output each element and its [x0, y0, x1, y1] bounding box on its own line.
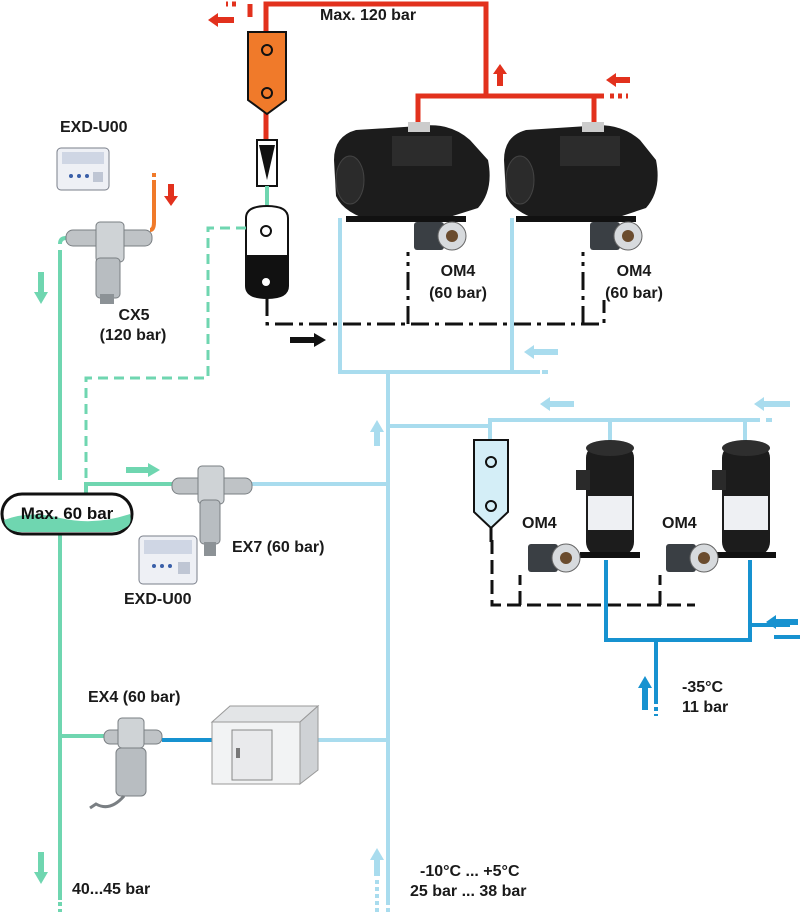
om4-oil-management-icon — [666, 543, 719, 573]
om4-d-label: OM4 — [662, 515, 697, 532]
receiver-pressure-label: Max. 60 bar — [20, 504, 114, 523]
scroll-compressor-icon — [712, 440, 776, 558]
mt-pressure-label: 25 bar ... 38 bar — [410, 883, 527, 900]
flow-arrow-icon — [370, 848, 384, 876]
controller-module-icon — [138, 535, 198, 585]
om4-oil-management-icon — [528, 543, 581, 573]
flow-arrow-icon — [34, 272, 48, 304]
max-pressure-label: Max. 120 bar — [320, 7, 417, 24]
cx5-pressure-label: (120 bar) — [99, 327, 167, 344]
oil-return-lines — [265, 252, 606, 326]
oil-separator-icon — [247, 31, 287, 116]
om4-b-pressure-label: (60 bar) — [605, 285, 663, 302]
ex4-label: EX4 (60 bar) — [88, 689, 181, 706]
semi-hermetic-compressor-icon — [334, 122, 490, 222]
semi-hermetic-compressor-icon — [504, 122, 658, 222]
flow-arrow-icon — [524, 345, 558, 359]
liquid-dashed-lines — [84, 226, 246, 478]
lt-temperature-label: -35°C — [682, 679, 724, 696]
scroll-compressor-icon — [576, 440, 640, 558]
oil-separator-icon — [473, 439, 509, 530]
ex7-valve-icon — [171, 465, 253, 556]
cx5-feed-line — [149, 184, 156, 232]
flow-arrow-icon — [126, 463, 160, 477]
controller-module-icon — [56, 147, 110, 191]
mt-temperature-label: -10°C ... +5°C — [420, 863, 520, 880]
cx5-name-label: CX5 — [118, 307, 150, 324]
flow-arrow-icon — [606, 73, 630, 87]
liquid-lines — [58, 236, 176, 900]
flow-arrow-icon — [754, 397, 790, 411]
oil-lines-lower — [490, 540, 695, 607]
exd-u00-mid-label: EXD-U00 — [124, 591, 192, 608]
flow-arrow-icon — [290, 333, 326, 347]
liquid-pressure-label: 40...45 bar — [72, 881, 151, 898]
flow-arrow-icon — [638, 676, 652, 710]
lt-pressure-label: 11 bar — [682, 699, 729, 716]
cold-room-icon — [210, 704, 320, 786]
flow-arrow-icon — [164, 184, 178, 206]
exd-u00-top-label: EXD-U00 — [60, 119, 128, 136]
flow-arrow-icon — [370, 420, 384, 446]
om4-c-label: OM4 — [522, 515, 557, 532]
ex7-label: EX7 (60 bar) — [232, 539, 325, 556]
liquid-flow-arrows — [34, 272, 160, 884]
lt-flow-arrows — [638, 615, 798, 710]
om4-oil-management-icon — [414, 221, 467, 251]
flow-arrow-icon — [34, 852, 48, 884]
oil-reservoir-icon — [245, 204, 289, 300]
discharge-flow-arrows — [164, 13, 630, 206]
check-valve-icon — [256, 139, 278, 187]
om4-oil-management-icon — [590, 221, 643, 251]
flow-arrow-icon — [208, 13, 234, 27]
om4-a-pressure-label: (60 bar) — [429, 285, 487, 302]
suction-flow-arrows — [370, 345, 790, 876]
high-pressure-discharge-lines — [226, 1, 628, 145]
flow-arrow-icon — [493, 64, 507, 86]
flow-arrow-icon — [766, 615, 798, 629]
liquid-receiver — [0, 492, 134, 536]
om4-a-name-label: OM4 — [440, 263, 476, 280]
medium-temp-suction-lines — [250, 218, 760, 905]
om4-b-name-label: OM4 — [616, 263, 652, 280]
flow-arrow-icon — [540, 397, 574, 411]
ex4-valve-icon — [89, 717, 163, 810]
cx5-valve-icon — [65, 221, 153, 304]
